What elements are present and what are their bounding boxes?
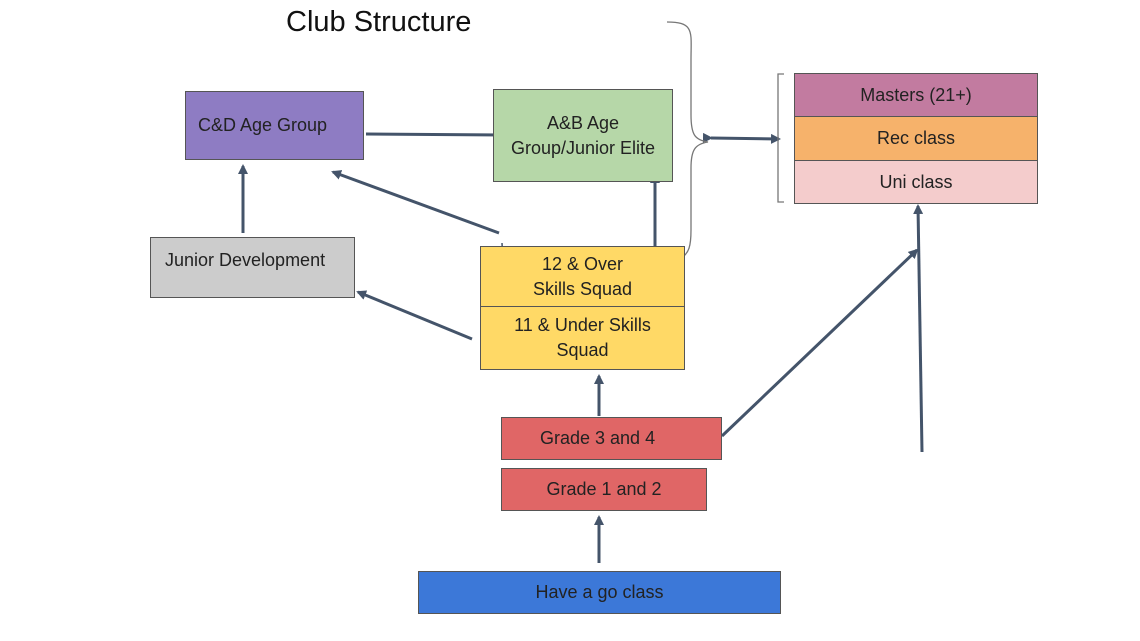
skills-12-over-label: 12 & Over Skills Squad bbox=[532, 253, 633, 299]
cd-age-group-box: C&D Age Group bbox=[185, 91, 364, 160]
masters-label: Masters (21+) bbox=[860, 84, 972, 105]
uni-class-label: Uni class bbox=[879, 171, 953, 192]
arrow-11under-to-jd bbox=[356, 290, 473, 341]
curly-brace bbox=[666, 21, 709, 257]
rec-class-box: Rec class bbox=[794, 116, 1038, 161]
bracket-adult bbox=[777, 73, 784, 203]
grade-1-2-label: Grade 1 and 2 bbox=[546, 479, 662, 499]
grade-3-4-box: Grade 3 and 4 bbox=[501, 417, 722, 460]
cd-age-group-label: C&D Age Group bbox=[198, 115, 328, 135]
skills-12-over-box: 12 & Over Skills Squad bbox=[480, 246, 685, 307]
arrow-grade34-to-adult bbox=[720, 248, 919, 438]
uni-class-box: Uni class bbox=[794, 160, 1038, 204]
arrow-up-to-uni bbox=[913, 204, 924, 453]
arrow-12over-to-cd bbox=[331, 170, 500, 235]
have-a-go-box: Have a go class bbox=[418, 571, 781, 614]
junior-development-label: Junior Development bbox=[165, 250, 326, 270]
masters-box: Masters (21+) bbox=[794, 73, 1038, 117]
diagram-title: Club Structure bbox=[286, 6, 472, 38]
arrow-double-brace bbox=[702, 132, 781, 144]
arrow-cd-to-ab bbox=[365, 129, 505, 140]
skills-11-under-label: 11 & Under Skills Squad bbox=[514, 315, 651, 360]
skills-11-under-box: 11 & Under Skills Squad bbox=[480, 306, 685, 370]
grade-1-2-box: Grade 1 and 2 bbox=[501, 468, 707, 511]
ab-age-group-label: A&B Age Group/Junior Elite bbox=[510, 112, 656, 158]
grade-3-4-label: Grade 3 and 4 bbox=[540, 428, 656, 448]
ab-age-group-box: A&B Age Group/Junior Elite bbox=[493, 89, 673, 182]
have-a-go-label: Have a go class bbox=[535, 582, 664, 602]
rec-class-label: Rec class bbox=[876, 128, 956, 148]
junior-development-box: Junior Development bbox=[150, 237, 355, 298]
